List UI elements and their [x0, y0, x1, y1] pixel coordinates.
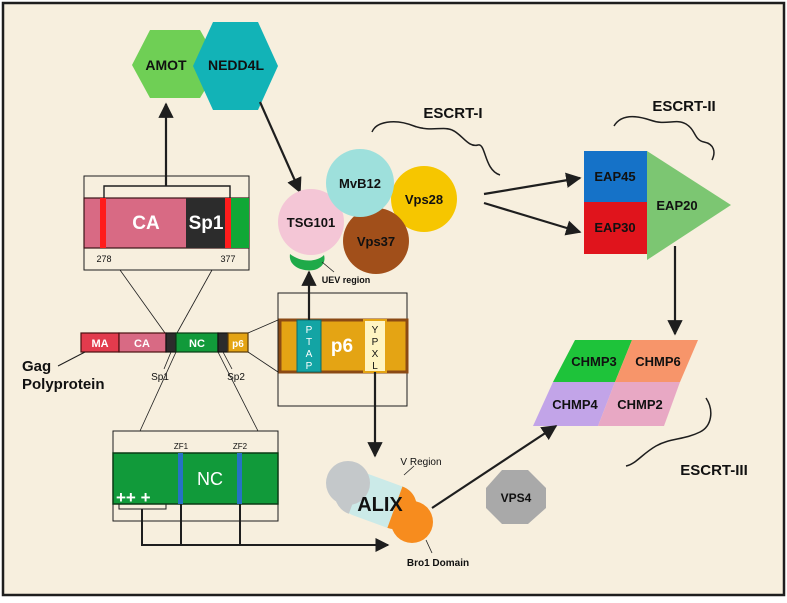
gag-sp1-domain [165, 332, 177, 353]
zoom-line-p6-bottom [247, 351, 279, 373]
vps37-label: Vps37 [357, 234, 395, 249]
gag-label-leader [57, 351, 86, 367]
gag-sp1-label: Sp1 [151, 372, 169, 383]
nedd4l-shape [193, 22, 278, 110]
escrt1-brace [371, 120, 501, 176]
sp2-leader [222, 351, 233, 370]
mvb12-subunit [326, 149, 394, 217]
gag-sp2-label: Sp2 [227, 372, 245, 383]
gag-p6-domain [227, 332, 249, 353]
zf2-label: ZF2 [233, 442, 248, 451]
zoom-line-ca-right [176, 269, 213, 334]
v-region-leader [403, 465, 415, 476]
gag-label-line2: Polyprotein [22, 376, 105, 393]
ca-end-marker [225, 198, 231, 248]
escrt3-brace [625, 397, 712, 467]
eap20-label: EAP20 [656, 198, 697, 213]
nc-zoom-label: NC [197, 469, 223, 489]
gag-sp2-domain [217, 332, 229, 353]
chmp4-label: CHMP4 [552, 397, 598, 412]
gag-label-line1: Gag [22, 358, 51, 375]
sp1-leader [163, 351, 172, 370]
vps4-label: VPS4 [501, 491, 532, 505]
ptap-letter-2: T [306, 337, 312, 348]
ypxl-letter-3: X [372, 349, 379, 360]
amot-label: AMOT [145, 57, 187, 73]
ypxl-letter-4: L [372, 361, 378, 372]
tsg101-subunit [278, 189, 344, 255]
chmp4-subunit [533, 382, 615, 426]
ptap-letter-3: A [306, 349, 313, 360]
sp1-zoom-label: Sp1 [189, 213, 224, 234]
chmp2-subunit [598, 382, 680, 426]
ptap-letter-4: P [306, 361, 313, 372]
position-278: 278 [96, 254, 111, 264]
eap30-label: EAP30 [594, 220, 635, 235]
sp1-block [186, 198, 226, 248]
tsg101-label: TSG101 [287, 215, 335, 230]
zoom-line-nc-right [217, 351, 259, 432]
alix-label: ALIX [357, 494, 403, 516]
connector-charges-to-bro1 [141, 509, 390, 552]
eap45-label: EAP45 [594, 169, 635, 184]
chmp6-subunit [615, 340, 698, 382]
bro1-label: Bro1 Domain [407, 558, 469, 569]
alix-bro1-domain [391, 501, 433, 543]
zf1-label: ZF1 [174, 442, 189, 451]
vps28-label: Vps28 [405, 192, 443, 207]
chmp2-label: CHMP2 [617, 397, 663, 412]
alix-v-region-cap [326, 461, 370, 505]
chmp3-subunit [553, 340, 632, 382]
zf1-marker [178, 453, 183, 504]
zf2-marker [237, 453, 242, 504]
arrow-escrt1-to-eap30 [483, 201, 582, 236]
vps37-subunit [343, 208, 409, 274]
eap20-subunit [647, 151, 731, 260]
ca-bracket [103, 185, 231, 198]
amot-shape [132, 30, 220, 98]
basic-charges-label: ++ + [116, 488, 151, 507]
zoom-line-nc-left [139, 351, 177, 432]
vps4-shape [486, 470, 546, 524]
arrow-escrt1-to-eap45 [483, 172, 582, 196]
chmp3-label: CHMP3 [571, 354, 617, 369]
gag-ca-label: CA [134, 338, 150, 350]
ypxl-letter-1: Y [372, 325, 379, 336]
ca-start-marker [100, 198, 106, 248]
escrt1-title: ESCRT-I [423, 105, 482, 122]
zoom-line-p6-top [247, 319, 279, 334]
arrow-nedd4l-to-tsg101 [258, 101, 302, 194]
gag-nc-label: NC [189, 338, 205, 350]
p6-zoom-label: p6 [331, 336, 353, 357]
eap45-subunit [584, 151, 647, 202]
uev-region [289, 254, 325, 271]
position-377: 377 [220, 254, 235, 264]
zoom-line-ca-left [119, 269, 166, 334]
nc-zoom-bar [112, 452, 279, 505]
escrt3-title: ESCRT-III [680, 462, 748, 479]
uev-leader [321, 261, 335, 273]
bro1-leader [425, 539, 433, 554]
nedd4l-label: NEDD4L [208, 57, 264, 73]
arrow-alix-to-escrt3 [431, 425, 558, 509]
ptap-motif [296, 319, 322, 373]
escrt2-brace [613, 115, 715, 161]
gag-ma-label: MA [91, 338, 108, 350]
escrt2-title: ESCRT-II [652, 98, 715, 115]
eap30-subunit [584, 202, 647, 254]
nc-start-block [231, 198, 249, 248]
ptap-letter-1: P [306, 325, 313, 336]
v-region-label: V Region [400, 457, 441, 468]
gag-p6-label: p6 [232, 339, 244, 350]
ypxl-letter-2: P [372, 337, 379, 348]
chmp6-label: CHMP6 [635, 354, 681, 369]
ca-zoom-label: CA [132, 213, 160, 234]
vps28-subunit [391, 166, 457, 232]
mvb12-label: MvB12 [339, 176, 381, 191]
uev-label: UEV region [322, 275, 371, 285]
